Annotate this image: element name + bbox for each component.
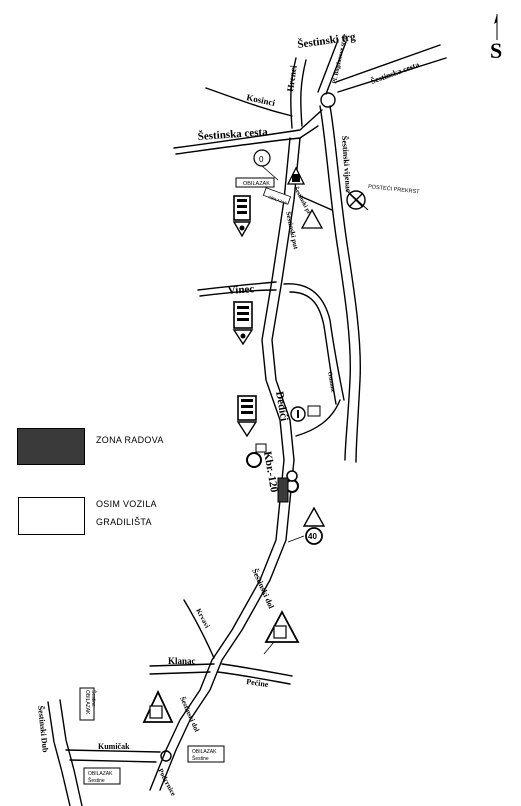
- label-sestinski-dol-lower: Šestinski dol: [178, 696, 201, 734]
- road-sestinska-cesta-right-2: [337, 57, 447, 93]
- road-pl-bogdanovac-2: [325, 41, 347, 95]
- detour-sign-top: OBILAZAK: [235, 177, 275, 188]
- legend-except-label-2: GRADILIŠTA: [96, 517, 152, 527]
- legend-except-label-1: OSIM VOZILA: [96, 499, 157, 509]
- road-gornji-dub: [59, 699, 83, 806]
- road-hrenci: [290, 57, 297, 129]
- road-gornji-dub-2: [47, 701, 71, 806]
- work-sign-board-1: [232, 195, 252, 238]
- label-krvavi: Krvavi: [194, 607, 211, 629]
- detour-sign-5-line1: OBILAZAK: [88, 771, 113, 777]
- roundabout: [320, 92, 336, 108]
- label-sestinska-cesta-right: Šestinska cesta: [369, 59, 420, 86]
- warning-triangle-house-1: [263, 610, 300, 655]
- north-arrow-icon: [494, 14, 498, 40]
- label-sestinska-cesta-left: Šestinska cesta: [197, 125, 268, 143]
- road-krvavi: [183, 599, 215, 659]
- compass-label: S: [490, 38, 502, 63]
- detour-sign-4-line1: OBILAZAK: [192, 749, 217, 755]
- info-sign-icon: [290, 405, 321, 422]
- road-sestinski-vijenac: [319, 105, 351, 461]
- road-vinec: [197, 281, 277, 291]
- label-sestinski-put: Šestinski put: [284, 211, 300, 251]
- road-kumicak: [65, 749, 161, 753]
- road-loop-east-2: [289, 291, 337, 405]
- label-sestinski-vijenac: Šestinski vijenac: [340, 135, 354, 193]
- road-klanac: [149, 663, 215, 667]
- label-dedici: Dedići: [273, 390, 290, 422]
- detour-sign-5-line2: Šestine: [88, 777, 105, 784]
- road-sestinska-cesta-left-2: [175, 125, 319, 155]
- warning-triangle-house-2: [142, 689, 174, 723]
- label-kbr: Kbr.-120: [261, 450, 280, 493]
- detour-sign-2-label: OBILAZAK: [268, 194, 288, 206]
- label-gornji-dub: Šestinski Dub: [36, 705, 51, 753]
- detour-sign-3: OBILAZAK Šestine: [79, 687, 97, 721]
- road-vinec-2: [199, 289, 277, 297]
- legend-except-swatch: [18, 497, 85, 535]
- road-pecine-2: [217, 671, 291, 685]
- label-hrenci: Hrenci: [285, 64, 299, 92]
- legend-work-zone-label: ZONA RADOVA: [96, 435, 164, 445]
- road-osmane: [295, 399, 341, 437]
- detour-sign-4-line2: Šestine: [192, 755, 209, 762]
- legend-work-zone-swatch: [17, 428, 85, 465]
- round-sign-top-label: 0: [259, 155, 264, 164]
- label-klanac: Klanac: [168, 656, 196, 666]
- label-pecine: Pećine: [246, 677, 270, 689]
- no-stopping-sign-icon: [345, 189, 369, 211]
- junction-lower: [160, 750, 172, 762]
- road-sestinski-prilaz-2: [159, 137, 301, 791]
- detour-sign-top-label: OBILAZAK: [243, 181, 270, 187]
- road-pl-bogdanovac: [317, 39, 339, 93]
- warning-triangle-top: [286, 166, 324, 229]
- work-sign-board-2: [232, 301, 254, 346]
- road-link-vijenac: [299, 195, 333, 211]
- detour-sign-4: OBILAZAK Šestine: [187, 745, 225, 763]
- road-hrenci-2: [300, 59, 307, 127]
- road-loop-east: [283, 283, 345, 401]
- road-sestinski-vijenac-2: [329, 105, 361, 463]
- label-vinec: Vinec: [227, 283, 254, 297]
- label-kumicak: Kumičak: [98, 742, 130, 751]
- road-klanac-2: [149, 671, 211, 675]
- road-kumicak-2: [69, 759, 157, 763]
- road-sestinska-cesta-right: [335, 44, 441, 83]
- speed-limit-value: 40: [308, 532, 317, 541]
- label-osmane: Osmane: [326, 371, 336, 393]
- label-sestinski-trg: Šestinski trg: [297, 30, 357, 51]
- label-podcrne: Podcrnice: [156, 767, 177, 797]
- work-sign-board-3: [236, 395, 258, 438]
- detour-sign-3-line2: Šestine: [90, 690, 97, 707]
- detour-sign-5: OBILAZAK Šestine: [83, 767, 121, 785]
- prohibition-signs-work-zone: [246, 443, 299, 493]
- road-sestinska-cesta-left: [173, 109, 323, 149]
- road-kosinci: [205, 87, 293, 117]
- work-zone-area: [277, 477, 289, 503]
- detour-sign-2: OBILAZAK: [262, 187, 292, 206]
- speed-limit-sign: 40: [287, 506, 326, 545]
- no-stopping-sign-label: POSTEĆI PREKRST: [368, 183, 421, 195]
- road-pecine: [221, 663, 293, 677]
- round-sign-top: 0: [253, 149, 279, 181]
- detour-sign-3-line1: OBILAZAK: [84, 690, 90, 715]
- label-kosinci: Kosinci: [246, 92, 277, 108]
